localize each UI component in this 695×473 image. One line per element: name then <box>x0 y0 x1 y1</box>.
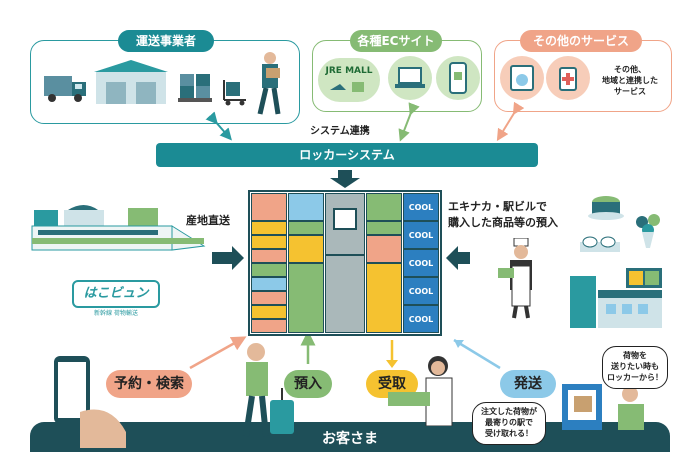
smartphone-icon <box>449 62 467 94</box>
bouquet-icon <box>636 214 660 248</box>
transport-title: 運送事業者 <box>118 30 214 52</box>
warehouse-icon <box>94 60 168 104</box>
cool-locker[interactable]: COOL <box>403 221 439 249</box>
locker-door[interactable] <box>251 263 287 277</box>
cake-icon <box>588 196 624 220</box>
jre-mall-logo <box>318 58 380 102</box>
ec-title: 各種ECサイト <box>350 30 442 52</box>
customer-label: お客さま <box>322 431 378 447</box>
locker-door[interactable] <box>366 193 402 221</box>
hakobyun-logo-sub: 新幹線 荷物輸送 <box>94 310 138 317</box>
locker-door[interactable] <box>366 235 402 263</box>
receive-tag: 受取 <box>366 370 418 398</box>
locker-door[interactable] <box>288 235 324 263</box>
locker-door[interactable] <box>251 277 287 291</box>
handcart-icon <box>223 80 246 106</box>
cool-locker[interactable]: COOL <box>403 277 439 305</box>
laptop-icon <box>395 67 425 88</box>
send-speech-bubble: 荷物を 送りたい時も ロッカーから！ <box>602 346 668 389</box>
receiver-woman-icon <box>388 356 453 426</box>
locker-door[interactable] <box>288 221 324 235</box>
medicine-icon <box>559 67 577 91</box>
locker-system-bar: ロッカーシステム <box>156 143 538 167</box>
receive-speech-bubble: 注文した荷物が 最寄りの駅で 受け取れる！ <box>472 402 546 445</box>
other-services-title: その他のサービス <box>520 30 642 52</box>
locker-door[interactable] <box>366 221 402 235</box>
locker-door[interactable] <box>251 319 287 333</box>
send-tag: 発送 <box>500 370 556 398</box>
direct-shipping-label: 産地直送 <box>186 214 230 227</box>
sushi-icon <box>580 236 620 252</box>
locker-door[interactable] <box>251 221 287 235</box>
shoe-book-icon <box>330 82 364 92</box>
sender-icon <box>562 384 644 430</box>
locker-door[interactable] <box>251 235 287 249</box>
other-services-description: その他、 地域と連携した サービス <box>602 65 658 96</box>
bullet-train-icon <box>31 205 206 251</box>
station-deposit-label-2: 購入した商品等の預入 <box>448 216 558 229</box>
locker-door[interactable] <box>366 263 402 333</box>
locker-door[interactable] <box>251 291 287 305</box>
delivery-person-icon <box>257 52 281 115</box>
system-link-label: システム連携 <box>310 126 370 137</box>
cool-locker[interactable]: COOL <box>403 305 439 333</box>
terminal-screen[interactable] <box>333 208 357 230</box>
cool-locker[interactable]: COOL <box>403 193 439 221</box>
locker-door[interactable] <box>288 263 324 333</box>
station-building-icon <box>570 276 662 328</box>
truck-icon <box>44 76 86 102</box>
jre-mall-label: JRE MALL <box>325 66 373 76</box>
station-deposit-label-1: エキナカ・駅ビルで <box>448 200 547 213</box>
reserve-search-tag: 予約・検索 <box>106 370 192 398</box>
hakobyun-logo: はこビュン <box>72 280 160 308</box>
locker-door[interactable] <box>288 193 324 221</box>
traveler-icon <box>243 343 294 437</box>
locker-door[interactable] <box>251 305 287 319</box>
cool-locker[interactable]: COOL <box>403 249 439 277</box>
laundry-icon <box>510 65 534 91</box>
locker-door[interactable] <box>251 249 287 263</box>
locker-door[interactable] <box>251 193 287 221</box>
deposit-tag: 預入 <box>284 370 332 398</box>
smartphone-hand-icon <box>54 356 126 448</box>
chef-icon <box>498 238 532 319</box>
bento-icon <box>626 268 662 288</box>
boxes-icon <box>178 74 212 102</box>
locker-door[interactable] <box>325 255 365 333</box>
